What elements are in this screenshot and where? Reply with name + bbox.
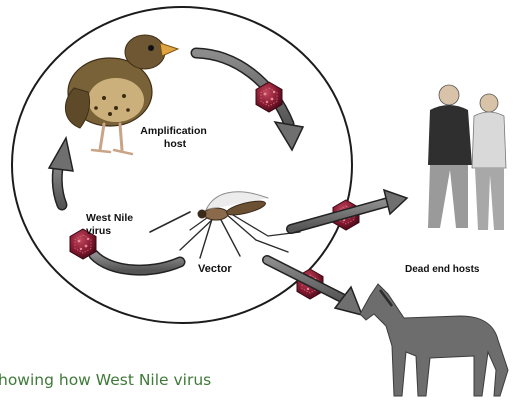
cycle-arrow-icon xyxy=(94,255,180,270)
cycle-arrow-icon xyxy=(49,138,73,205)
amplification-host-label-line1: Amplification xyxy=(140,125,207,137)
west-nile-virus-label-line1: West Nile xyxy=(86,212,133,224)
mosquito-icon xyxy=(150,192,300,258)
dead-end-hosts-label: Dead end hosts xyxy=(405,264,480,275)
transmission-arrow-icon xyxy=(267,260,362,315)
west-nile-virus-label-line2: virus xyxy=(86,225,111,237)
west-nile-virus-label: West Nile virus xyxy=(86,212,136,237)
amplification-host-label: Amplification host xyxy=(140,125,209,150)
people-icon xyxy=(428,85,506,230)
vector-label: Vector xyxy=(198,263,232,275)
caption-text: howing how West Nile virus xyxy=(0,371,211,389)
horse-icon xyxy=(360,284,508,396)
cycle-arrow-icon xyxy=(196,53,303,150)
amplification-host-label-line2: host xyxy=(164,138,187,150)
